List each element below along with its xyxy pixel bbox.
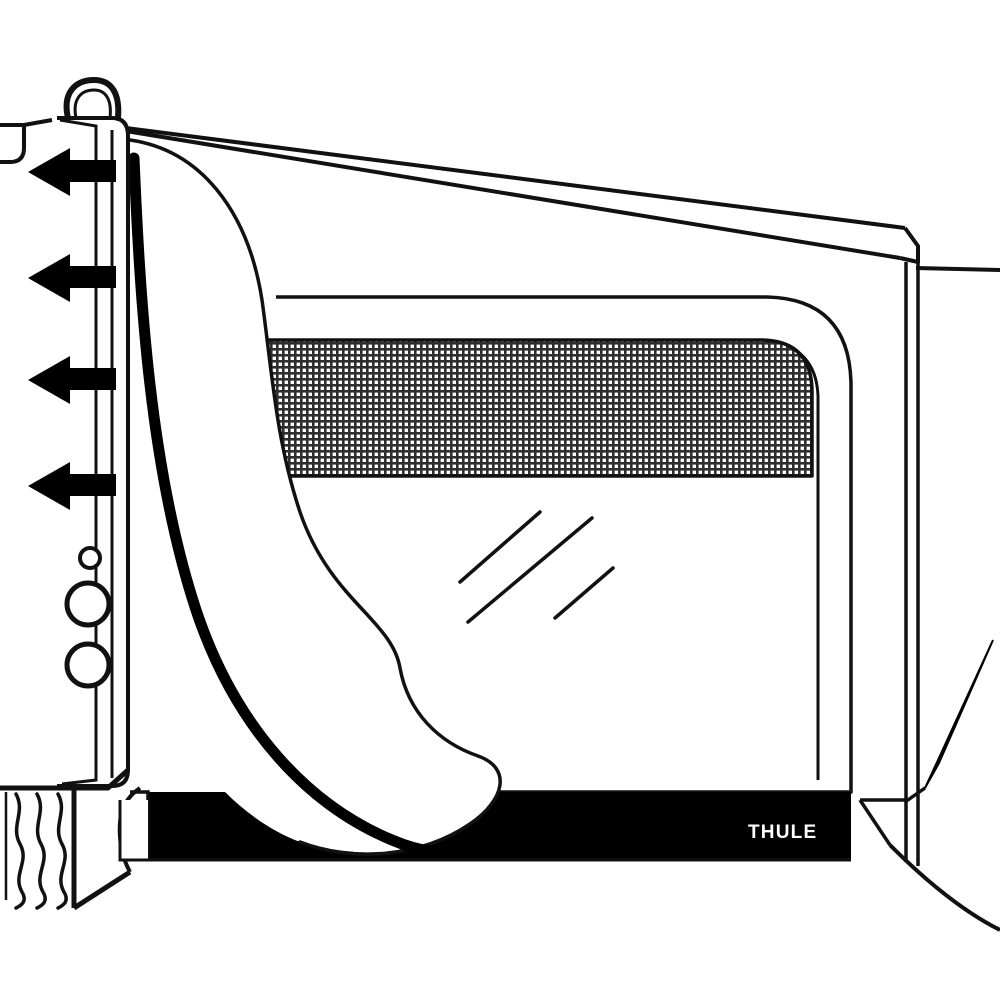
mounting-hole-large-2	[64, 641, 112, 689]
direction-arrows	[28, 148, 116, 510]
ground-curve-right	[888, 843, 1000, 932]
left-base-structure	[0, 768, 132, 911]
roof-reference-line	[915, 266, 1000, 272]
fabric-hanging-loop	[63, 76, 122, 121]
side-panel-fabric-drape	[128, 138, 502, 859]
direction-arrow-2	[28, 254, 116, 302]
thule-logo: THULE	[748, 822, 817, 843]
support-arm-joint	[903, 786, 927, 804]
direction-arrow-3	[28, 356, 116, 404]
window-reflection-lines	[458, 510, 615, 624]
band-left-notch	[120, 800, 148, 860]
mounting-holes	[64, 546, 112, 689]
mounting-hole-large-1	[64, 580, 112, 628]
direction-arrow-1	[28, 148, 116, 196]
right-base-joint	[858, 799, 892, 846]
band-left-notch-outline	[118, 800, 148, 862]
awning-roof-fabric	[125, 126, 920, 264]
elastic-cord-detail	[14, 792, 68, 910]
awning-roller-bracket	[0, 118, 53, 164]
mounting-hole-small	[78, 546, 102, 570]
direction-arrow-4	[28, 462, 116, 510]
ventilation-mesh-window	[268, 338, 814, 478]
right-vertical-arm	[904, 262, 920, 866]
